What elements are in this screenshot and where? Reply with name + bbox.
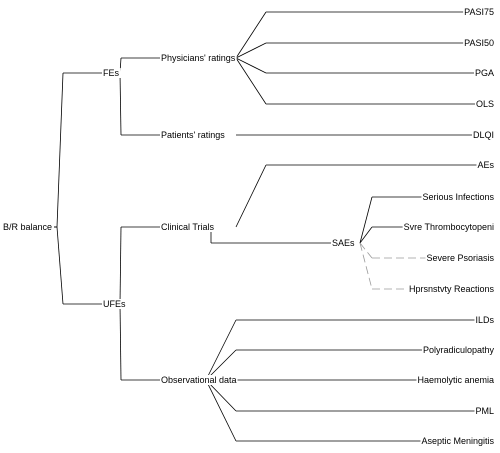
leaf-label-aes-bg [476,160,496,170]
child-label-patients-ratings-bg [160,130,227,140]
edge-fes-to-patients-ratings [119,72,122,136]
edge-to-pga [235,57,267,74]
leaf-label-pasi50-bg [463,38,495,48]
group-label-fes-bg [102,68,121,78]
group-label-ufes: UFEs [103,299,126,309]
child-label-clinical-trials-bg [160,222,216,232]
leaf-label-ols: OLS [476,99,494,109]
leaf-label-pml: PML [475,406,494,416]
leaf-label-hprsnstvty-reactions-bg [407,284,496,294]
edge-to-svre-thrombocytopeni [359,226,373,244]
root-node-label-bg [2,222,54,232]
edge-to-ols [235,57,267,105]
leaf-label-polyradiculopathy: Polyradiculopathy [423,345,495,355]
leaf-label-dlqi: DLQI [473,130,494,140]
group-label-ufes-bg [102,299,127,309]
tree-labels: B/R balance FEs Physicians' ratings PASI75P… [2,7,496,446]
leaf-label-pga: PGA [475,68,494,78]
edge-ufes-to-observational-data [119,303,122,381]
leaf-label-haemolytic-anemia-bg [416,375,495,385]
edge-to-pml [205,379,237,412]
leaf-label-hprsnstvty-reactions: Hprsnstvty Reactions [409,284,495,294]
leaf-label-pasi50: PASI50 [464,38,494,48]
edge-to-aes [235,164,267,228]
leaf-label-aseptic-meningitis: Aseptic Meningitis [421,436,494,446]
leaf-label-aseptic-meningitis-bg [420,436,496,446]
leaf-label-pasi75-bg [463,7,495,17]
leaf-label-ilds: ILDs [475,315,494,325]
edge-to-pasi75 [235,11,267,59]
leaf-label-severe-psoriasis-bg [425,253,496,263]
edge-to-aseptic-meningitis [205,379,237,442]
leaf-label-svre-thrombocytopeni-bg [402,222,495,232]
leaf-label-dlqi-bg [471,130,495,140]
edge-to-serious-infections [359,196,373,244]
edge-root-to-ufes [56,226,64,305]
leaf-label-aes: AEs [477,160,494,170]
leaf-label-ilds-bg [474,315,496,325]
leaf-label-serious-infections-bg [421,192,496,202]
leaf-label-serious-infections: Serious Infections [422,192,494,202]
leaf-label-pga-bg [473,68,495,78]
leaf-label-pasi75: PASI75 [464,7,494,17]
edge-root-to-fes [56,72,64,228]
edge-to-ilds [205,319,237,381]
child-label-physicians-ratings-bg [160,53,237,63]
leaf-label-polyradiculopathy-bg [421,345,496,355]
child-label-clinical-trials: Clinical Trials [161,222,215,232]
child-label-observational-data-bg [160,375,238,385]
edge-to-hprsnstvty-reactions [359,242,373,290]
subgroup-label-saes: SAEs [332,238,355,248]
leaf-label-svre-thrombocytopeni: Svre Thrombocytopeni [404,222,494,232]
root-node-label: B/R balance [3,222,52,232]
edge-ufes-to-clinical-trials [119,226,122,305]
subgroup-label-saes-bg [331,238,357,248]
child-label-patients-ratings: Patients' ratings [161,130,225,140]
leaf-label-ols-bg [474,99,495,109]
child-label-physicians-ratings: Physicians' ratings [161,53,236,63]
leaf-label-pml-bg [474,406,495,416]
edge-to-pasi50 [235,42,267,59]
tree-edges [54,11,492,442]
edge-to-severe-psoriasis [359,242,373,259]
child-label-observational-data: Observational data [161,375,237,385]
leaf-label-haemolytic-anemia: Haemolytic anemia [417,375,494,385]
group-label-fes: FEs [103,68,120,78]
leaf-label-severe-psoriasis: Severe Psoriasis [426,253,494,263]
